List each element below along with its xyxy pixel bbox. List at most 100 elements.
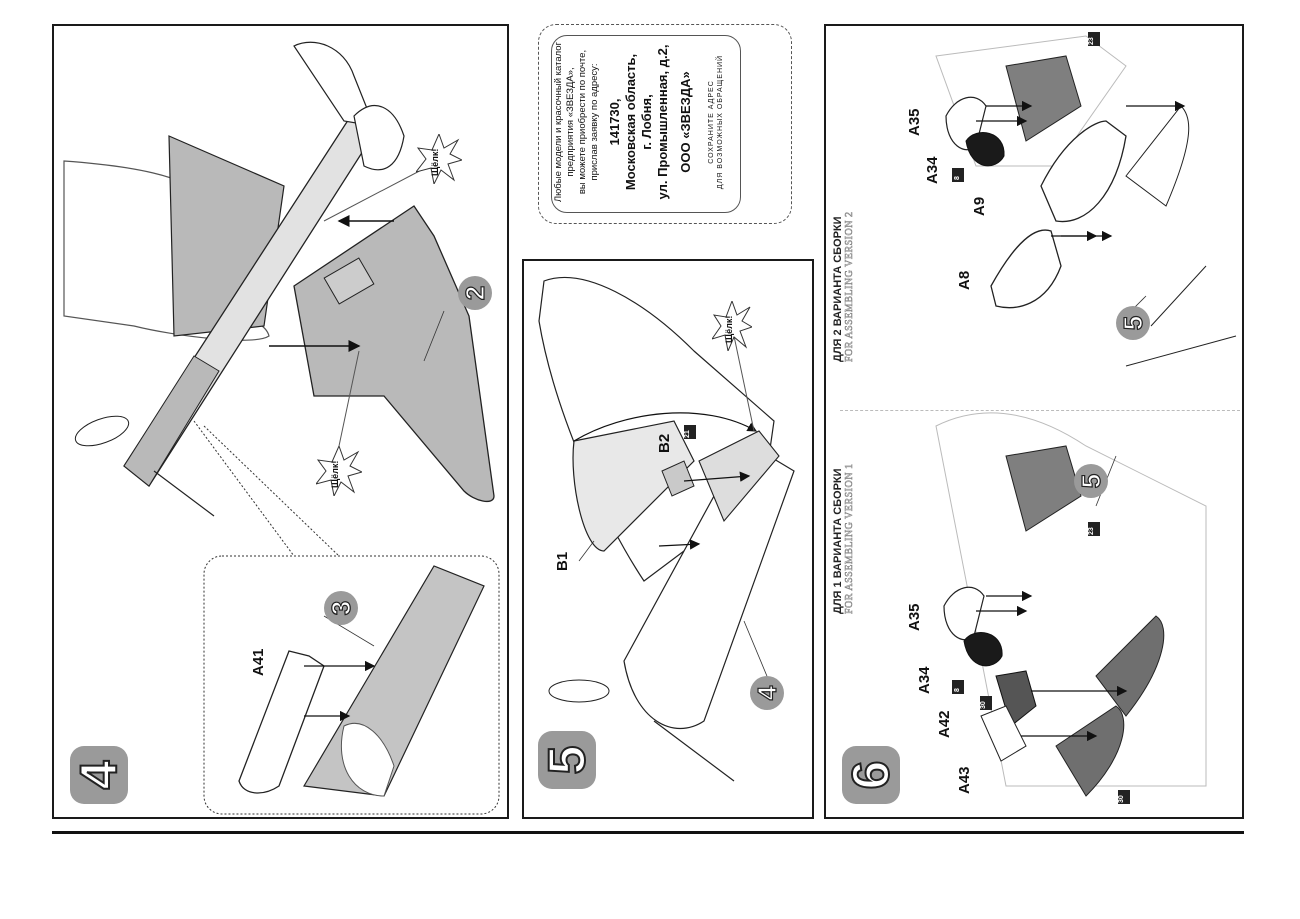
callout-step-3: 3 xyxy=(324,591,358,625)
part-label-a8: A8 xyxy=(956,270,973,290)
nose xyxy=(123,355,220,487)
snap-label: Щёлк! xyxy=(330,460,340,488)
fuselage-outline xyxy=(623,440,795,730)
info-city: г. Лобня, xyxy=(639,94,654,150)
inset-hand xyxy=(340,722,395,797)
part-b2-shape xyxy=(661,460,695,497)
info-line: предприятия «ЗВЕЗДА», xyxy=(564,67,576,177)
part-a9-shape xyxy=(1040,120,1127,223)
info-line: вы можете приобрести по почте, xyxy=(576,49,588,195)
step-4-panel: Щёлк! Щёлк! 2 3 A41 4 xyxy=(52,24,509,819)
step-number-5: 5 xyxy=(537,731,597,789)
paint-ref-number: 8 xyxy=(954,688,961,692)
propeller-blade xyxy=(74,415,130,447)
paint-ref-flag: 30 xyxy=(1116,788,1132,806)
assembly-arrow xyxy=(658,539,701,550)
part-a8-shape xyxy=(990,229,1062,309)
variant-title-ru: ДЛЯ 1 ВАРИАНТА СБОРКИ xyxy=(832,468,844,614)
part-label-a41: A41 xyxy=(250,648,267,676)
detail-leader xyxy=(203,425,340,557)
fuselage-line xyxy=(1150,265,1207,327)
detail-leader xyxy=(193,420,295,557)
assembly-arrow xyxy=(573,412,758,442)
propeller-blade xyxy=(153,470,215,517)
assembly-arrow xyxy=(683,471,751,482)
paint-ref-number: 23 xyxy=(1088,527,1095,535)
step-4-illustration xyxy=(63,41,500,815)
callout-step-2: 2 xyxy=(458,276,492,310)
info-footer: ДЛЯ ВОЗМОЖНЫХ ОБРАЩЕНИЙ xyxy=(716,54,724,190)
part-label-a34: A34 xyxy=(924,156,941,184)
info-region: Московская область, xyxy=(622,53,638,191)
part-label-a35: A35 xyxy=(906,603,923,631)
snap-label: Щёлк! xyxy=(724,315,734,343)
paint-ref-number: 21 xyxy=(684,430,691,438)
info-line: Любые модели и красочный каталог xyxy=(553,41,564,203)
part-a34-shape xyxy=(965,132,1005,167)
callout-leader xyxy=(423,310,445,362)
step-number-6: 6 xyxy=(841,746,901,804)
info-company: ООО «ЗВЕЗДА» xyxy=(677,71,693,173)
variant-title-ru: ДЛЯ 2 ВАРИАНТА СБОРКИ xyxy=(832,216,844,362)
paint-ref-flag: 30 xyxy=(978,694,994,712)
snap-burst: Щёлк! xyxy=(414,132,464,189)
part-label-a43: A43 xyxy=(956,766,973,794)
part-a43-shape xyxy=(980,705,1027,762)
variant-title-en: FOR ASSEMBLING VERSION 2 xyxy=(844,211,856,362)
wheel-well-shaded xyxy=(1055,705,1125,797)
snap-pointer xyxy=(338,350,360,447)
paint-ref-number: 23 xyxy=(1088,37,1095,45)
left-wing xyxy=(168,135,285,337)
detail-inset xyxy=(203,555,500,815)
address-text-block: Любые модели и красочный каталог предпри… xyxy=(553,27,725,217)
cockpit-opening xyxy=(698,430,780,523)
step-6-panel: ДЛЯ 2 ВАРИАНТА СБОРКИ FOR ASSEMBLING VER… xyxy=(824,24,1244,819)
address-inner-frame xyxy=(551,35,741,213)
paint-ref-flag: 8 xyxy=(950,678,966,696)
paint-ref-flag: 23 xyxy=(1086,30,1102,48)
variant-title-en: FOR ASSEMBLING VERSION 1 xyxy=(844,463,856,614)
snap-label: Щёлк! xyxy=(430,148,440,176)
part-label-a34: A34 xyxy=(916,666,933,694)
part-label-a9: A9 xyxy=(971,196,988,216)
info-footer: СОХРАНИТЕ АДРЕС xyxy=(707,80,715,164)
step-6-illustration xyxy=(935,35,1237,797)
callout-step-5: 5 xyxy=(1116,306,1150,340)
variant-1-title: ДЛЯ 1 ВАРИАНТА СБОРКИ FOR ASSEMBLING VER… xyxy=(832,463,856,614)
info-postcode: 141730, xyxy=(606,98,622,146)
info-street: ул. Промышленная, д.2, xyxy=(655,44,671,200)
part-label-a42: A42 xyxy=(936,710,953,738)
variant-divider xyxy=(840,410,1240,411)
paint-ref-number: 30 xyxy=(1118,795,1125,803)
part-b1-canopy xyxy=(572,420,695,552)
snap-burst: Щёлк! xyxy=(314,444,364,501)
snap-burst: Щёлк! xyxy=(710,299,754,356)
paint-ref-number: 30 xyxy=(980,701,987,709)
info-line: прислав заявку по адресу: xyxy=(588,63,600,181)
cockpit-seat xyxy=(323,257,375,305)
tail-plane xyxy=(353,105,405,171)
part-label-b2: B2 xyxy=(656,433,673,453)
wheel-well xyxy=(1125,105,1190,207)
part-a41-shape xyxy=(238,650,325,794)
propeller-blade xyxy=(548,679,610,703)
page-bottom-rule xyxy=(52,831,1244,834)
callout-step-5: 5 xyxy=(1074,464,1108,498)
snap-pointer xyxy=(323,165,430,222)
address-info-box: Любые модели и красочный каталог предпри… xyxy=(538,24,792,224)
part-label-a35: A35 xyxy=(906,108,923,136)
snap-pointer xyxy=(733,335,755,432)
callout-leader xyxy=(578,540,595,562)
part-a34-shape xyxy=(963,632,1003,667)
part-label-b1: B1 xyxy=(554,551,571,571)
propeller-blade xyxy=(653,720,735,782)
variant-2-title: ДЛЯ 2 ВАРИАНТА СБОРКИ FOR ASSEMBLING VER… xyxy=(832,211,856,362)
paint-ref-flag: 23 xyxy=(1086,520,1102,538)
paint-ref-flag: 21 xyxy=(682,423,698,441)
callout-leader xyxy=(743,620,770,682)
step-5-illustration xyxy=(538,276,795,782)
paint-ref-number: 8 xyxy=(954,176,961,180)
step-5-panel: Щёлк! B1 B2 21 4 5 xyxy=(522,259,814,819)
tail-fin xyxy=(293,41,375,127)
callout-step-4: 4 xyxy=(750,676,784,710)
